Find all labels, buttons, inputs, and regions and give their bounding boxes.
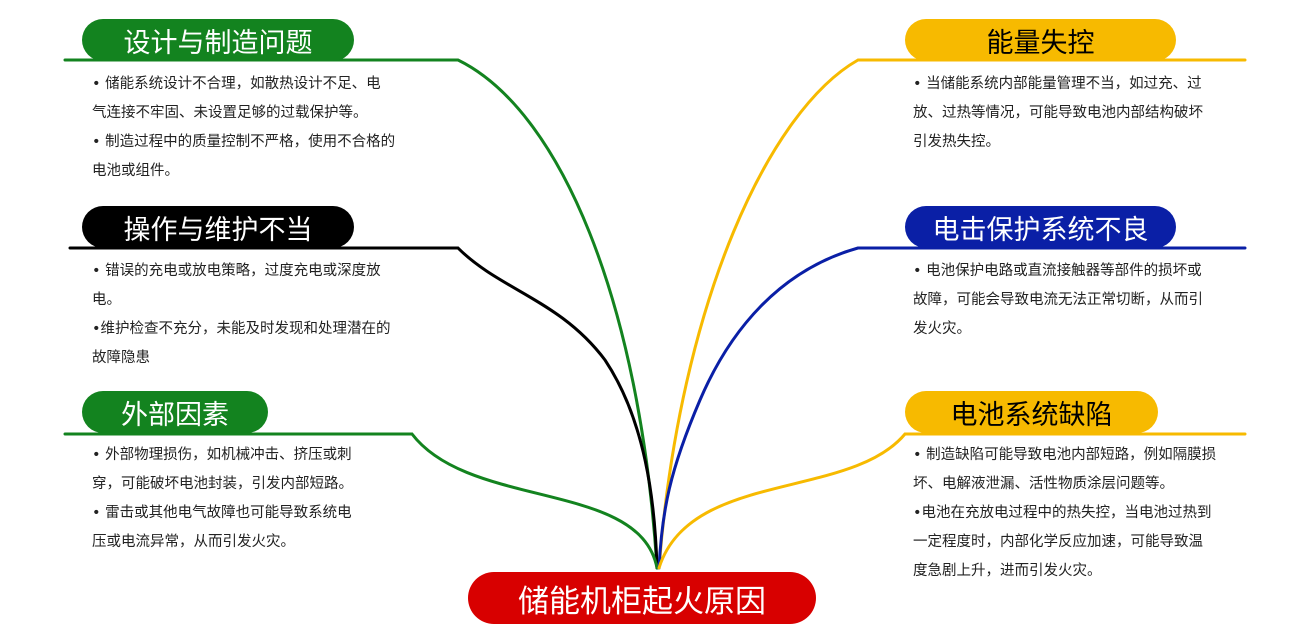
desc-line: • 错误的充电或放电策略，过度充电或深度放 [92,263,381,279]
branch-line-operation [68,246,659,570]
desc-line: • 外部物理损伤，如机械冲击、挤压或刺 [92,447,352,463]
branch-title-design: 设计与制造问题 [82,19,354,61]
branch-desc-external: • 外部物理损伤，如机械冲击、挤压或刺 穿，可能破坏电池封装，引发内部短路。 •… [92,441,353,557]
desc-line: 穿，可能破坏电池封装，引发内部短路。 [92,476,353,492]
branch-desc-energy: • 当储能系统内部能量管理不当，如过充、过 放、过热等情况，可能导致电池内部结构… [913,70,1203,157]
branch-line-battery [657,432,1247,570]
branch-title-protection: 电击保护系统不良 [905,206,1176,248]
branch-desc-operation: • 错误的充电或放电策略，过度充电或深度放 电。 •维护检查不充分，未能及时发现… [92,257,391,373]
branch-desc-design: • 储能系统设计不合理，如散热设计不足、电 气连接不牢固、未设置足够的过载保护等… [92,70,395,186]
desc-line: •电池在充放电过程中的热失控，当电池过热到 [913,505,1212,521]
desc-line: • 电池保护电路或直流接触器等部件的损坏或 [913,263,1202,279]
desc-line: • 制造过程中的质量控制不严格，使用不合格的 [92,134,396,150]
desc-line: • 当储能系统内部能量管理不当，如过充、过 [913,76,1202,92]
desc-line: 放、过热等情况，可能导致电池内部结构破坏 [913,105,1203,121]
desc-line: • 雷击或其他电气故障也可能导致系统电 [92,505,352,521]
branch-desc-battery: • 制造缺陷可能导致电池内部短路，例如隔膜损 坏、电解液泄漏、活性物质涂层问题等… [913,441,1216,586]
desc-line: 发火灾。 [913,321,971,337]
desc-line: 度急剧上升，进而引发火灾。 [913,563,1102,579]
desc-line: 故障隐患 [92,350,150,366]
branch-title-operation: 操作与维护不当 [82,206,354,248]
branch-title-energy: 能量失控 [905,19,1176,61]
desc-line: 故障，可能会导致电流无法正常切断，从而引 [913,292,1203,308]
branch-line-protection [657,246,1247,570]
root-title: 储能机柜起火原因 [468,572,816,624]
desc-line: 引发热失控。 [913,134,1000,150]
branch-line-external [63,432,659,570]
desc-line: 一定程度时，内部化学反应加速，可能导致温 [913,534,1203,550]
branch-desc-protection: • 电池保护电路或直流接触器等部件的损坏或 故障，可能会导致电流无法正常切断，从… [913,257,1203,344]
desc-line: 电池或组件。 [92,163,179,179]
branch-title-external: 外部因素 [82,391,268,433]
desc-line: 电。 [92,292,121,308]
desc-line: 压或电流异常，从而引发火灾。 [92,534,295,550]
desc-line: • 制造缺陷可能导致电池内部短路，例如隔膜损 [913,447,1217,463]
desc-line: 气连接不牢固、未设置足够的过载保护等。 [92,105,368,121]
branch-title-battery: 电池系统缺陷 [905,391,1158,433]
desc-line: •维护检查不充分，未能及时发现和处理潜在的 [92,321,391,337]
desc-line: • 储能系统设计不合理，如散热设计不足、电 [92,76,381,92]
branch-line-energy [657,58,1247,570]
desc-line: 坏、电解液泄漏、活性物质涂层问题等。 [913,476,1174,492]
